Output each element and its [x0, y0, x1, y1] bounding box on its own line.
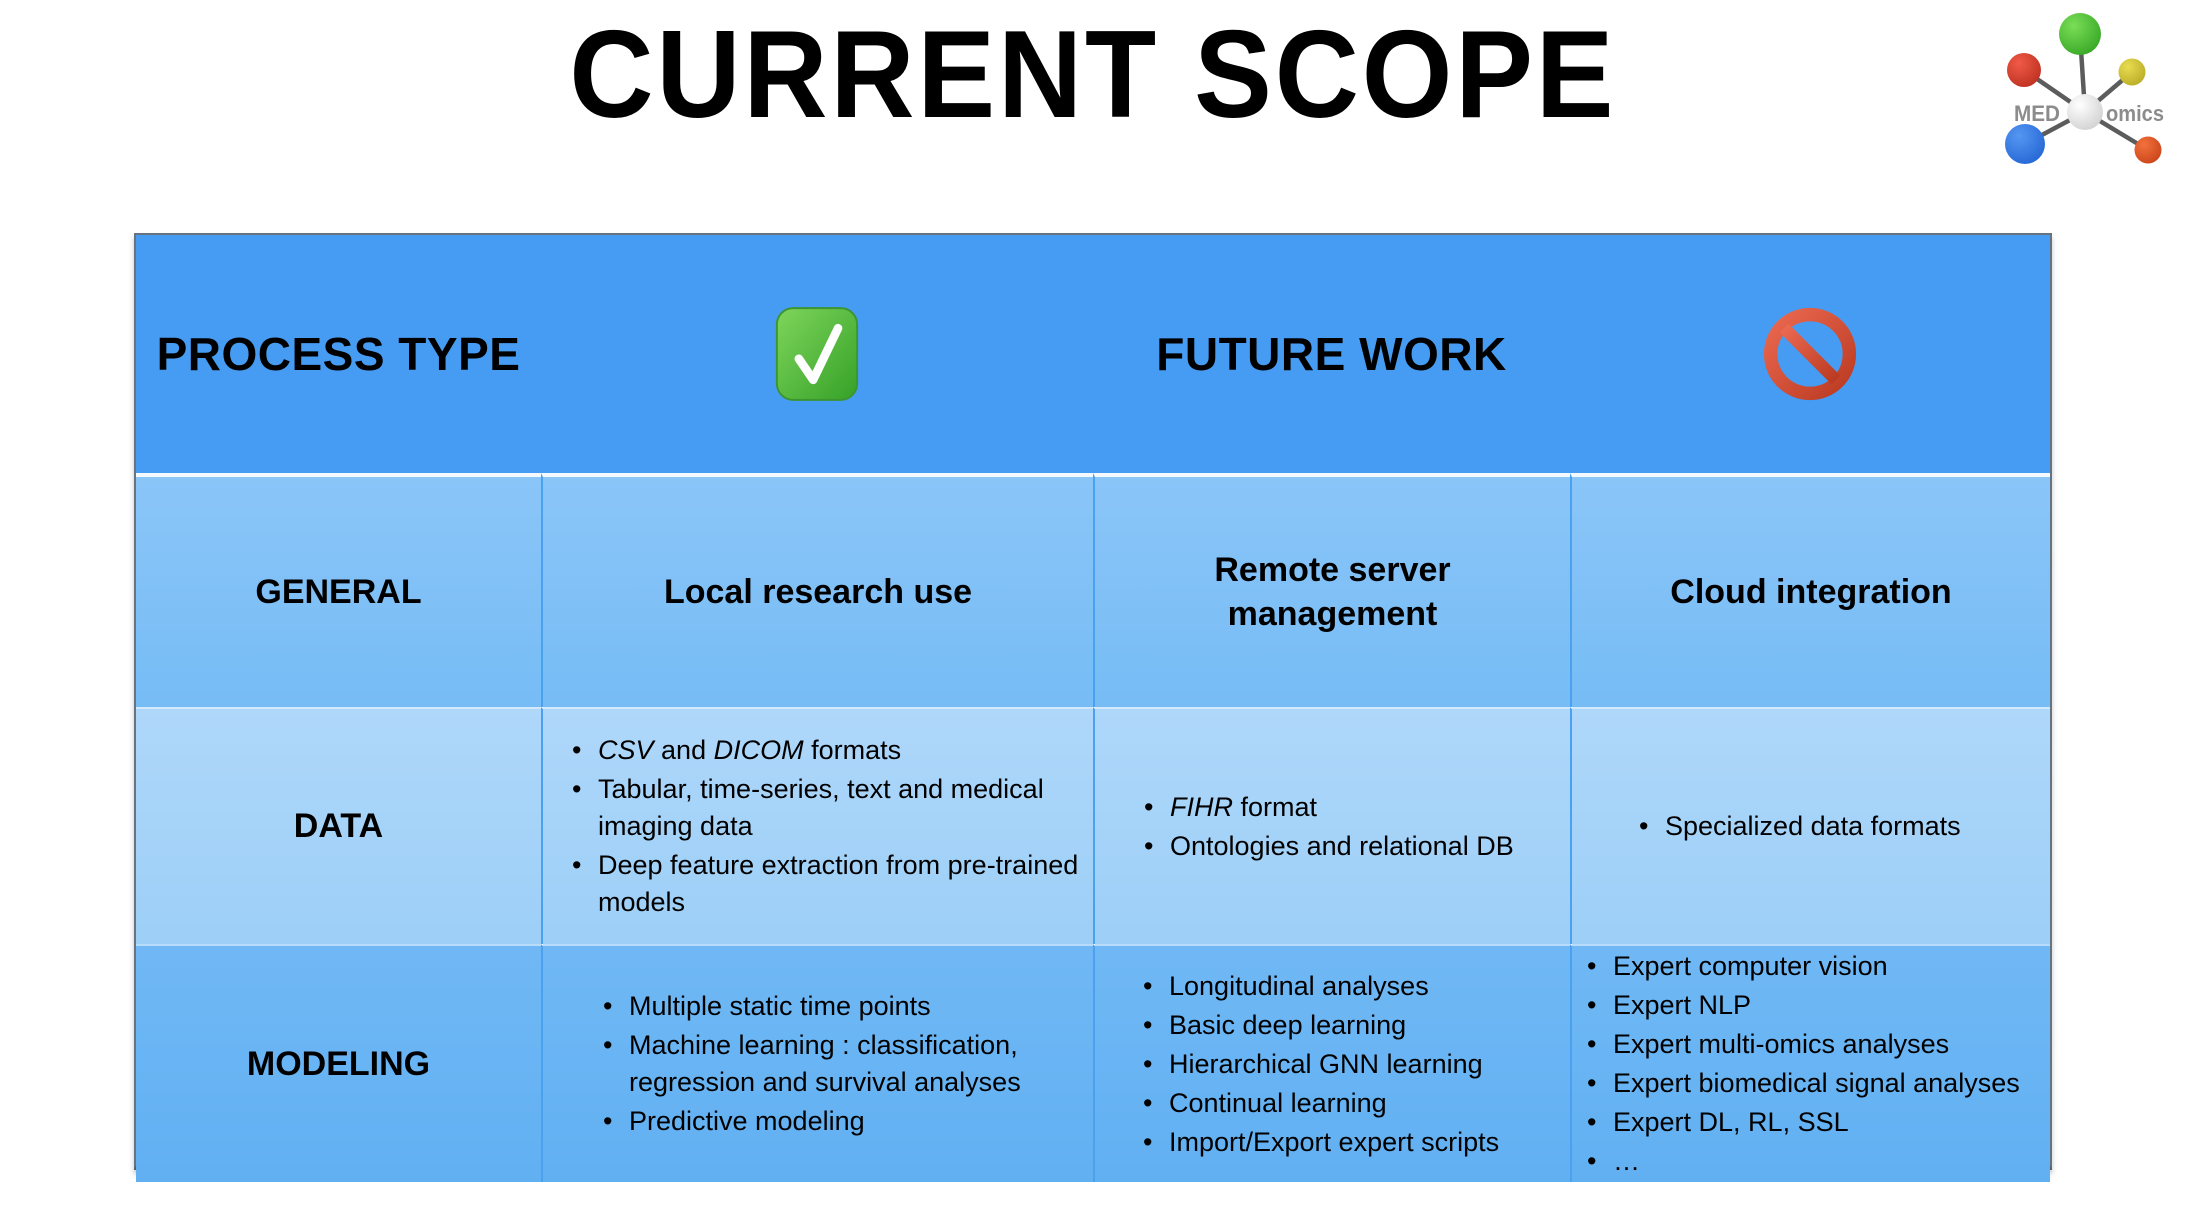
bullet-item: Expert computer vision [1585, 948, 2044, 985]
orange-sphere-icon [2134, 136, 2162, 164]
bullet-item: FIHR format [1142, 789, 1562, 826]
bullet-item: CSV and DICOM formats [570, 732, 1083, 769]
bullet-item: Continual learning [1141, 1085, 1562, 1122]
prohibited-icon [1763, 307, 1857, 401]
logo-text-omics: omics [2106, 101, 2164, 126]
blue-sphere-icon [2005, 124, 2045, 164]
bullet-item: Machine learning : classification, regre… [601, 1027, 1083, 1101]
cell-modeling-local: Multiple static time pointsMachine learn… [541, 944, 1093, 1182]
cell-data-future: FIHR formatOntologies and relational DB [1093, 707, 1570, 944]
medomics-logo: MED omics [1982, 4, 2178, 176]
cell-data-local: CSV and DICOM formatsTabular, time-serie… [541, 707, 1093, 944]
bullet-item: Basic deep learning [1141, 1007, 1562, 1044]
bullet-item: Tabular, time-series, text and medical i… [570, 771, 1083, 845]
bullet-item: Expert DL, RL, SSL [1585, 1104, 2044, 1141]
bullet-item: Predictive modeling [601, 1103, 1083, 1140]
check-mark-icon [775, 307, 859, 401]
bullet-item: Expert biomedical signal analyses [1585, 1065, 2044, 1102]
logo-text-med: MED [2014, 101, 2060, 126]
medomics-molecule-icon: MED omics [2005, 13, 2164, 164]
red-sphere-icon [2007, 53, 2041, 87]
green-sphere-icon [2059, 13, 2101, 55]
cell-modeling-future: Longitudinal analysesBasic deep learning… [1093, 944, 1570, 1182]
row-label-general: GENERAL [136, 473, 541, 707]
cell-general-local: Local research use [541, 473, 1093, 707]
header-cell-current [541, 235, 1093, 473]
bullet-item: Hierarchical GNN learning [1141, 1046, 1562, 1083]
process-type-label: PROCESS TYPE [156, 328, 521, 380]
bullet-item: Multiple static time points [601, 988, 1083, 1025]
page-title-text: CURRENT SCOPE [569, 6, 1617, 144]
bullet-item: Import/Export expert scripts [1141, 1124, 1562, 1161]
future-work-label: FUTURE WORK [1156, 328, 1507, 380]
cell-general-cloud: Cloud integration [1570, 473, 2050, 707]
bullet-item: Longitudinal analyses [1141, 968, 1562, 1005]
header-cell-process-type: PROCESS TYPE [136, 235, 541, 473]
header-cell-future-work: FUTURE WORK [1093, 235, 1570, 473]
header-cell-prohibited [1570, 235, 2050, 473]
bullet-list: CSV and DICOM formatsTabular, time-serie… [570, 730, 1083, 923]
bullet-item: … [1585, 1143, 2044, 1180]
bullet-list: Longitudinal analysesBasic deep learning… [1141, 966, 1562, 1163]
page-title: CURRENT SCOPE [0, 0, 2186, 150]
cell-modeling-cloud: Expert computer visionExpert NLPExpert m… [1570, 944, 2050, 1182]
bullet-item: Deep feature extraction from pre-trained… [570, 847, 1083, 921]
cell-data-cloud: Specialized data formats [1570, 707, 2050, 944]
bullet-list: Multiple static time pointsMachine learn… [601, 986, 1083, 1142]
row-label-data: DATA [136, 707, 541, 944]
bullet-list: Expert computer visionExpert NLPExpert m… [1585, 946, 2044, 1182]
white-sphere-icon [2067, 94, 2103, 130]
bullet-list: FIHR formatOntologies and relational DB [1142, 787, 1562, 867]
bullet-list: Specialized data formats [1637, 806, 2042, 847]
yellow-sphere-icon [2118, 58, 2146, 86]
scope-table: PROCESS TYPE FUTURE WORK [134, 233, 2052, 1182]
bullet-item: Specialized data formats [1637, 808, 2042, 845]
bullet-item: Ontologies and relational DB [1142, 828, 1562, 865]
bullet-item: Expert NLP [1585, 987, 2044, 1024]
row-label-modeling: MODELING [136, 944, 541, 1182]
bullet-item: Expert multi-omics analyses [1585, 1026, 2044, 1063]
cell-general-future: Remote server management [1093, 473, 1570, 707]
